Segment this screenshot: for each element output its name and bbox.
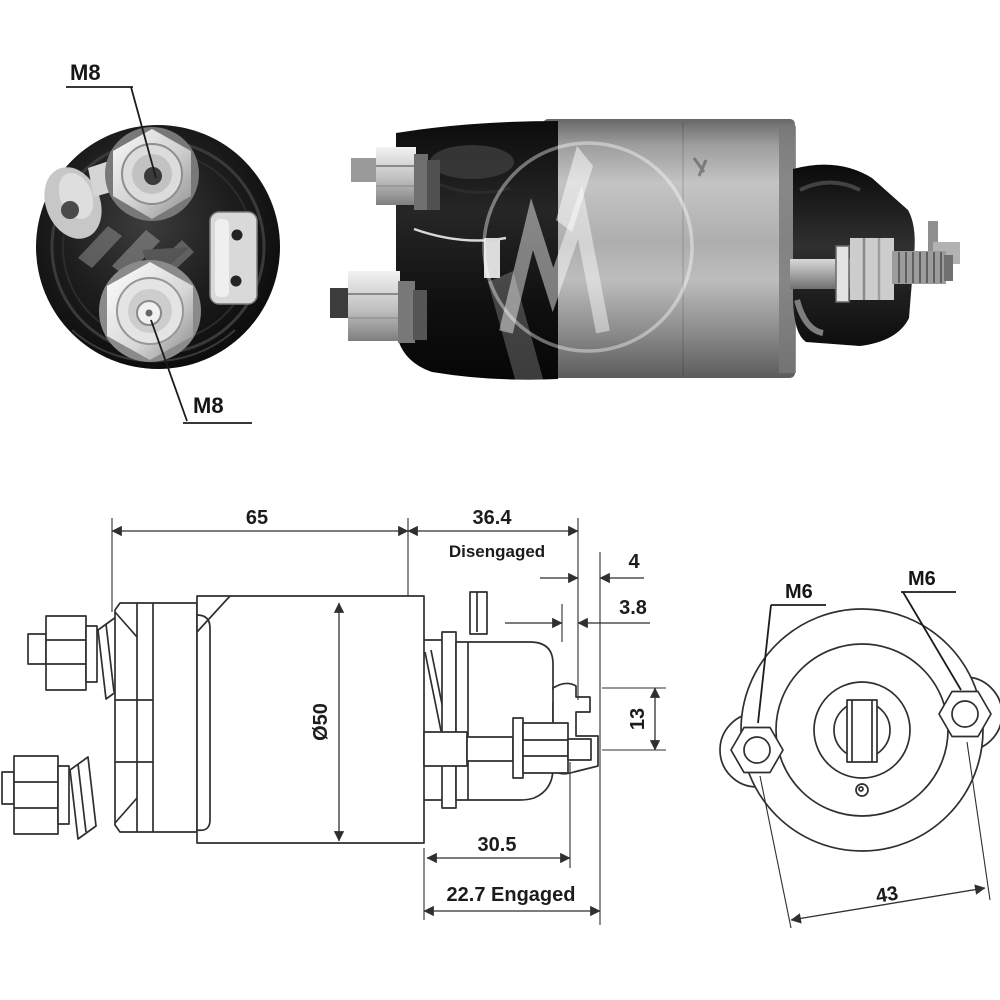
dimension-labels: 65 36.4 Disengaged 4 3.8 Ø50 13 30.5 22.… bbox=[246, 507, 649, 906]
bore-circle bbox=[813, 681, 911, 779]
rear-terminals-drawing bbox=[1, 615, 125, 840]
plunger-stud bbox=[790, 221, 960, 303]
m8-label-top: M8 bbox=[66, 60, 157, 179]
dim-43-label: 43 bbox=[874, 882, 899, 907]
lead-wire bbox=[413, 227, 507, 242]
disengaged-label: Disengaged bbox=[449, 542, 545, 561]
stamp-mark bbox=[692, 157, 708, 177]
dim-13-label: 13 bbox=[627, 708, 649, 730]
dim-4-label: 4 bbox=[628, 551, 640, 573]
m6-label-right: M6 bbox=[901, 568, 962, 691]
dimension-lines bbox=[111, 518, 666, 925]
zm-watermark bbox=[482, 141, 694, 390]
side-terminal-bolt-top bbox=[351, 147, 440, 210]
m8-top-label: M8 bbox=[70, 60, 101, 85]
m8-top-leader-line bbox=[130, 86, 157, 179]
main-body-drawing bbox=[196, 595, 425, 844]
contact-window bbox=[484, 238, 500, 278]
dim-3-8-label: 3.8 bbox=[619, 597, 647, 619]
dim-43: 43 bbox=[759, 741, 991, 929]
mount-nut-left bbox=[730, 726, 784, 774]
side-terminal-bolt-bottom bbox=[330, 271, 427, 343]
m6-right-label: M6 bbox=[908, 568, 936, 590]
front-view-drawing: M6 M6 43 bbox=[719, 568, 1000, 929]
m6-label-left: M6 bbox=[757, 581, 826, 724]
spade-terminal-bracket bbox=[209, 211, 258, 305]
m6-left-label: M6 bbox=[785, 581, 813, 603]
dim-65-label: 65 bbox=[246, 507, 268, 529]
solenoid-side-photo bbox=[330, 119, 960, 390]
side-view-drawing: 65 36.4 Disengaged 4 3.8 Ø50 13 30.5 22.… bbox=[1, 507, 666, 925]
front-flange-drawing bbox=[424, 631, 457, 809]
front-view-body bbox=[719, 608, 1000, 852]
index-hole bbox=[855, 783, 869, 797]
terminal-bolt-top bbox=[105, 127, 199, 221]
m8-bottom-label: M8 bbox=[193, 393, 224, 418]
dim-30-5-label: 30.5 bbox=[478, 834, 517, 856]
solenoid-end-photo: M8 M8 bbox=[36, 60, 280, 424]
m6-left-leader-line bbox=[757, 604, 772, 724]
dim-36-4-label: 36.4 bbox=[473, 507, 513, 529]
dim-diameter-50-label: Ø50 bbox=[310, 703, 332, 741]
rear-cap-drawing bbox=[114, 602, 198, 833]
plunger-rod-drawing bbox=[423, 717, 592, 779]
terminal-bolt-bottom bbox=[99, 260, 201, 362]
mount-nut-right bbox=[938, 690, 992, 738]
m8-bottom-leader-line bbox=[150, 319, 188, 422]
engaged-label: 22.7 Engaged bbox=[447, 884, 576, 906]
m8-label-bottom: M8 bbox=[150, 319, 252, 424]
left-terminal-lug bbox=[44, 160, 118, 239]
m6-right-leader-line bbox=[902, 591, 962, 691]
